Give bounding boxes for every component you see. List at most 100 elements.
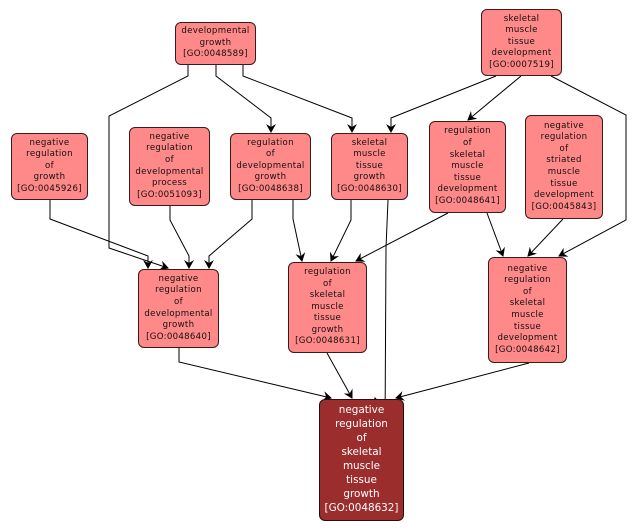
go-term-label-line: development <box>497 333 558 344</box>
go-term-label-line: growth <box>33 172 66 183</box>
go-term-id: [GO:0048630] <box>337 183 402 194</box>
go-term-id: [GO:0048632] <box>324 501 399 514</box>
go-term-label-line: tissue <box>513 321 542 332</box>
go-term-label-line: tissue <box>355 160 384 171</box>
go-term-label-line: of <box>174 296 183 307</box>
go-term-id: [GO:0045843] <box>531 201 597 212</box>
edge-GO0051093-to-GO0048640 <box>169 206 194 269</box>
edge-GO0007519-to-GO0048642 <box>550 75 627 257</box>
go-term-label-line: regulation <box>504 275 551 286</box>
edge-GO0007519-to-GO0048641 <box>467 75 522 121</box>
go-term-id: [GO:0045926] <box>17 183 82 194</box>
go-term-id: [GO:0048642] <box>495 344 560 355</box>
edge-GO0045926-to-GO0048640 <box>49 200 153 269</box>
edge-GO0045843-to-GO0048642 <box>527 218 564 257</box>
go-term-label-line: growth <box>311 324 344 335</box>
go-term-label-line: development <box>437 184 498 195</box>
go-term-label-line: tissue <box>550 178 578 189</box>
go-term-label-line: regulation <box>26 149 73 160</box>
go-term-label-line: negative <box>29 137 70 148</box>
go-term-label-line: of <box>45 160 54 171</box>
edge-GO0048631-to-GO0048632 <box>326 352 353 399</box>
edge-GO0048641-to-GO0048631 <box>355 212 449 262</box>
go-term-label-line: regulation <box>304 266 351 277</box>
go-term-label-line: of <box>323 278 332 289</box>
go-term-label-line: regulation <box>444 126 491 137</box>
go-term-id: [GO:0048638] <box>238 183 303 194</box>
edge-GO0048589-to-GO0048638 <box>215 65 276 133</box>
edge-GO0048589-to-GO0048630 <box>242 65 357 133</box>
go-term-label-line: tissue <box>346 473 377 486</box>
go-term-label-line: muscle <box>451 161 484 172</box>
go-term-label-line: of <box>559 143 569 154</box>
go-term-id: [GO:0051093] <box>137 189 202 200</box>
edge-GO0048640-to-GO0048632 <box>178 348 332 402</box>
go-term-label-line: skeletal <box>509 298 546 309</box>
go-term-label-line: negative <box>507 263 548 274</box>
go-term-label-line: skeletal <box>503 13 540 24</box>
go-term-label-line: developmental <box>144 308 213 319</box>
go-term-label-line: skeletal <box>309 290 346 301</box>
go-term-label-line: of <box>523 286 532 297</box>
go-term-label-line: muscle <box>342 460 381 472</box>
go-term-label-line: skeletal <box>351 137 388 148</box>
go-term-label-line: developmental <box>181 26 250 37</box>
go-term-label-line: growth <box>353 172 386 183</box>
go-term-label-line: skeletal <box>341 446 382 459</box>
go-term-label-line: regulation <box>247 137 294 148</box>
go-term-label-line: development <box>534 190 594 201</box>
go-term-label-line: muscle <box>353 149 386 160</box>
go-term-id: [GO:0048641] <box>435 195 500 206</box>
edge-GO0048630-to-GO0048631 <box>330 200 352 262</box>
go-term-label-line: development <box>491 48 552 59</box>
edge-GO0007519-to-GO0048630 <box>386 75 497 133</box>
go-term-label-line: growth <box>199 37 232 48</box>
go-term-label-line: muscle <box>505 25 538 36</box>
go-term-label-line: growth <box>343 487 380 500</box>
go-term-label-line: of <box>266 149 275 160</box>
go-term-label-line: of <box>356 432 367 445</box>
go-term-label-line: negative <box>158 273 199 284</box>
go-term-label-line: regulation <box>335 418 388 431</box>
go-term-id: [GO:0048640] <box>146 331 211 342</box>
go-term-label-line: of <box>165 154 174 165</box>
go-term-label-line: muscle <box>547 167 581 177</box>
go-term-label-line: growth <box>162 320 195 331</box>
go-term-id: [GO:0048631] <box>295 336 360 347</box>
go-term-label-line: developmental <box>236 160 305 171</box>
go-term-label-line: tissue <box>313 313 342 324</box>
go-term-label-line: striated <box>546 155 582 166</box>
edge-GO0048589-to-GO0048640 <box>108 65 189 271</box>
go-term-label-line: negative <box>338 404 385 417</box>
edge-GO0048641-to-GO0048642 <box>486 212 505 257</box>
go-term-label-line: of <box>463 138 472 149</box>
go-term-label-line: regulation <box>540 132 588 143</box>
go-term-label-line: muscle <box>311 301 344 312</box>
go-term-label-line: regulation <box>155 285 202 296</box>
go-term-label-line: growth <box>254 172 287 183</box>
go-term-id: [GO:0048589] <box>183 49 248 60</box>
edge-GO0048638-to-GO0048631 <box>292 200 306 262</box>
go-term-label-line: negative <box>544 120 584 131</box>
go-term-label-line: negative <box>149 131 190 142</box>
go-term-label-line: process <box>151 178 188 189</box>
edge-GO0048642-to-GO0048632 <box>395 362 530 401</box>
go-term-label-line: tissue <box>507 36 536 47</box>
go-term-label-line: muscle <box>511 310 544 320</box>
go-term-label-line: regulation <box>146 143 193 154</box>
go-term-id: [GO:0007519] <box>489 59 554 70</box>
go-term-label-line: developmental <box>135 166 204 177</box>
